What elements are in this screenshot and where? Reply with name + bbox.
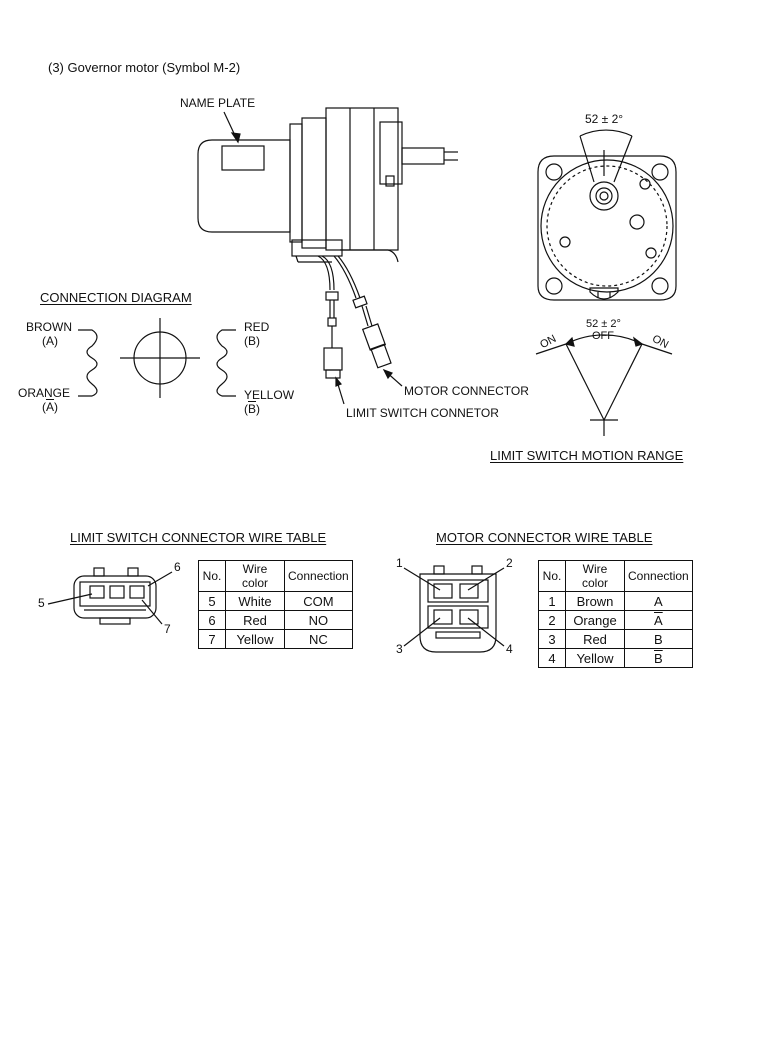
cell-connection: A [624,591,693,611]
cell-no: 7 [198,629,226,649]
cell-no: 6 [198,610,226,630]
cell-connection: B [624,648,693,668]
motor-side-view [197,107,458,263]
header-no: No. [198,560,226,592]
connection-diagram-title: CONNECTION DIAGRAM [40,290,192,305]
pin-3-label: 3 [396,642,403,656]
red-label: RED [244,320,270,334]
pin-7-label: 7 [164,622,171,636]
connector-leaders [335,368,403,405]
motor-connector-label: MOTOR CONNECTOR [404,384,529,398]
table-row: 5 White COM [198,591,353,611]
motor-wire-table: No. Wire color Connection 1 Brown A 2 Or… [538,560,693,668]
pin-5-label: 5 [38,596,45,610]
table-row: 7 Yellow NC [198,629,353,649]
cell-no: 2 [538,610,566,630]
cell-no: 5 [198,591,226,611]
orange-label: ORANGE [18,386,71,400]
header-connection: Connection [624,560,693,592]
section-title: (3) Governor motor (Symbol M-2) [48,60,241,75]
red-code: (B) [244,334,260,348]
orange-code: (A) [42,400,59,414]
limit-switch-table-title: LIMIT SWITCH CONNECTOR WIRE TABLE [70,530,327,545]
table-row: 1 Brown A [538,591,693,611]
brown-label: BROWN [26,320,72,334]
limit-switch-connector-drawing [47,567,173,625]
cell-connection: A [624,610,693,630]
pin-4-label: 4 [506,642,513,656]
motor-table-title: MOTOR CONNECTOR WIRE TABLE [436,530,653,545]
cell-no: 4 [538,648,566,668]
header-no: No. [538,560,566,592]
cell-color: Yellow [225,629,285,649]
table-row: 4 Yellow B [538,648,693,668]
header-wire-color: Wire color [565,560,625,592]
motor-cables [317,255,392,379]
table-header-row: No. Wire color Connection [198,560,353,592]
table-header-row: No. Wire color Connection [538,560,693,592]
pin-6-label: 6 [174,560,181,574]
cell-connection: B [624,629,693,649]
angle-range-label: 52 ± 2° [586,318,621,330]
cell-color: White [225,591,285,611]
cell-color: Yellow [565,648,625,668]
cell-no: 1 [538,591,566,611]
angle-top-label: 52 ± 2° [585,112,624,126]
table-row: 2 Orange A [538,610,693,630]
limit-switch-connector-label: LIMIT SWITCH CONNETOR [346,406,499,420]
cell-connection: NC [284,629,353,649]
yellow-code: (B) [244,402,261,416]
table-row: 6 Red NO [198,610,353,630]
motor-connector-drawing [403,565,505,653]
yellow-label: YELLOW [244,388,295,402]
connection-diagram [78,318,236,398]
cell-connection-text: A [654,612,663,628]
motion-range-title: LIMIT SWITCH MOTION RANGE [490,448,684,463]
brown-code: (A) [42,334,58,348]
off-label: OFF [592,330,614,342]
header-wire-color: Wire color [225,560,285,592]
pin-2-label: 2 [506,556,513,570]
name-plate-label: NAME PLATE [180,96,256,110]
pin-1-label: 1 [396,556,403,570]
limit-switch-wire-table: No. Wire color Connection 5 White COM 6 … [198,560,353,649]
header-connection: Connection [284,560,353,592]
cell-connection: NO [284,610,353,630]
cell-connection: COM [284,591,353,611]
name-plate-leader [223,111,241,144]
motion-range-diagram [535,334,673,436]
cell-color: Red [565,629,625,649]
table-row: 3 Red B [538,629,693,649]
cell-color: Orange [565,610,625,630]
cell-color: Red [225,610,285,630]
motor-front-view [537,129,677,301]
cell-connection-text: B [654,650,663,666]
cell-no: 3 [538,629,566,649]
cell-color: Brown [565,591,625,611]
